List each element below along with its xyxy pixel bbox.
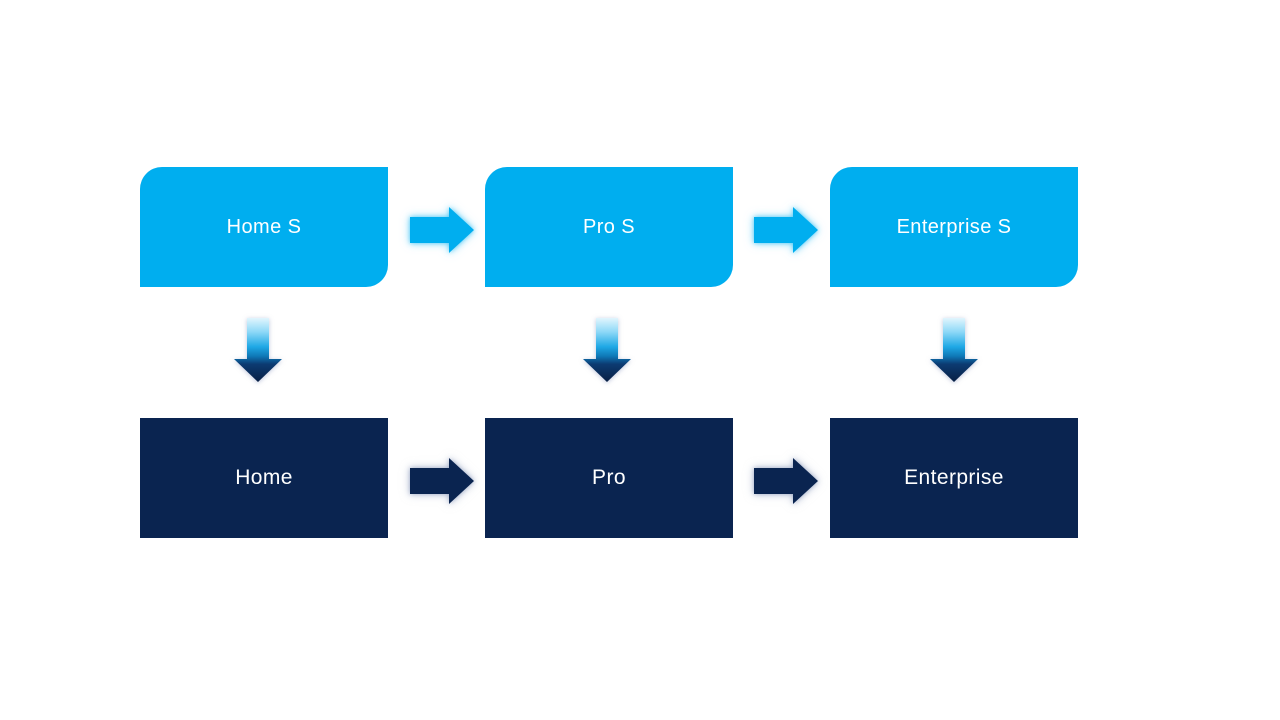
- node-home-label: Home: [235, 466, 293, 489]
- node-enterprise-s-label: Enterprise S: [896, 215, 1012, 238]
- right-arrow-icon: [410, 207, 474, 253]
- down-arrow-icon: [930, 318, 978, 382]
- node-pro-s: Pro S: [485, 167, 733, 287]
- node-pro-s-label: Pro S: [582, 215, 636, 238]
- right-arrow-icon: [754, 207, 818, 253]
- node-home-s: Home S: [140, 167, 388, 287]
- node-pro-label: Pro: [592, 466, 626, 489]
- node-enterprise-s: Enterprise S: [830, 167, 1078, 287]
- node-pro: Pro: [485, 418, 733, 538]
- down-arrow-icon: [583, 318, 631, 382]
- node-home: Home: [140, 418, 388, 538]
- down-arrow-icon: [234, 318, 282, 382]
- right-arrow-icon: [410, 458, 474, 504]
- right-arrow-icon: [754, 458, 818, 504]
- node-home-s-label: Home S: [226, 215, 302, 238]
- node-enterprise-label: Enterprise: [904, 466, 1004, 489]
- node-enterprise: Enterprise: [830, 418, 1078, 538]
